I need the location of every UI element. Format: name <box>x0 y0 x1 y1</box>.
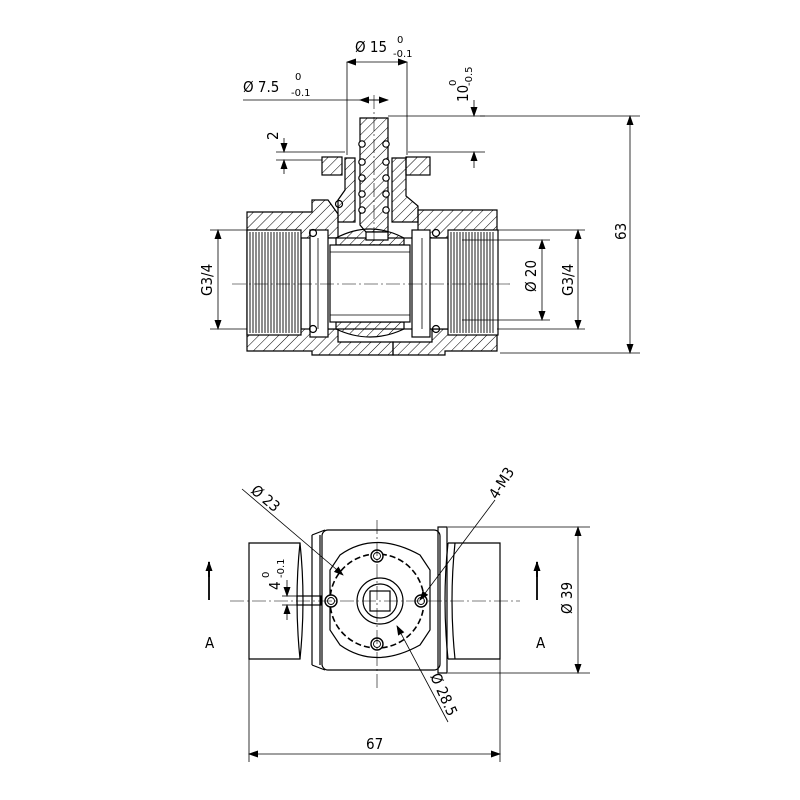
dim-h10-tol-lower: -0.5 <box>464 66 475 86</box>
section-view: Ø 15 0 -0.1 Ø 7.5 0 -0.1 10 0 -0.5 2 <box>198 35 640 356</box>
section-label-right: A <box>536 634 546 652</box>
o-ring <box>382 190 390 198</box>
o-ring <box>358 190 366 198</box>
o-ring <box>358 158 366 166</box>
stem-flange-left <box>321 156 343 176</box>
mounting-flange <box>329 541 431 659</box>
left-seat <box>309 229 329 338</box>
dim-l67: 67 <box>366 735 383 753</box>
section-label-left: A <box>205 634 215 652</box>
plan-view: A A Ø 23 4-M3 4 0 -0.1 Ø 39 Ø <box>205 464 590 762</box>
dim-d15-tol-lower: -0.1 <box>393 49 413 60</box>
mounting-holes <box>324 549 428 651</box>
o-ring <box>358 140 366 148</box>
dim-d7-5: Ø 7.5 <box>243 78 279 96</box>
dim-w4-tol-lower: -0.1 <box>276 558 287 578</box>
stem-flange-right <box>405 156 431 176</box>
plan-body <box>321 529 441 671</box>
dim-m3: 4-M3 <box>485 464 518 502</box>
dim-d7-5-tol-lower: -0.1 <box>291 88 311 99</box>
right-thread <box>447 229 499 336</box>
slot <box>296 595 322 606</box>
dim-w4: 4 <box>266 581 284 590</box>
dim-h2: 2 <box>264 131 282 140</box>
dim-d7-5-tol-upper: 0 <box>295 72 301 83</box>
stem-o-rings <box>358 140 390 214</box>
dim-d20: Ø 20 <box>522 260 540 292</box>
dim-h63: 63 <box>612 223 630 240</box>
o-ring <box>382 158 390 166</box>
dim-d23: Ø 23 <box>247 481 283 515</box>
dim-d39: Ø 39 <box>558 582 576 614</box>
o-ring <box>382 140 390 148</box>
o-ring <box>382 174 390 182</box>
dim-d28-5: Ø 28.5 <box>426 670 461 718</box>
right-seat <box>411 229 431 338</box>
dim-g34-left: G3/4 <box>198 264 216 296</box>
dim-h10-tol-upper: 0 <box>448 80 459 86</box>
dim-g34-right: G3/4 <box>559 264 577 296</box>
o-ring <box>358 206 366 214</box>
dim-d15: Ø 15 <box>355 38 387 56</box>
o-ring <box>358 174 366 182</box>
dim-h10: 10 <box>454 85 472 102</box>
o-ring <box>382 206 390 214</box>
dim-w4-tol-upper: 0 <box>261 572 272 578</box>
dim-d15-tol-upper: 0 <box>397 35 403 46</box>
